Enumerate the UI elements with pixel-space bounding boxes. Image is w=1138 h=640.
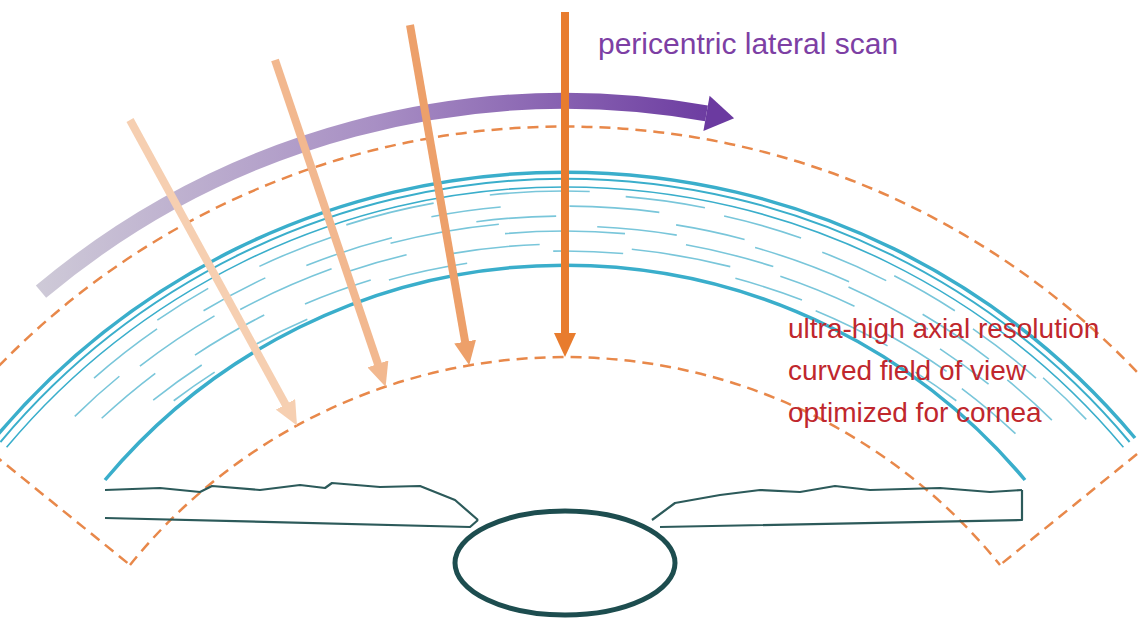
- stroma-fibres: [253, 319, 307, 346]
- stroma-fibres: [490, 190, 590, 195]
- feature-label: optimized for cornea: [788, 396, 1042, 430]
- stroma-fibres: [570, 205, 660, 213]
- iris: [105, 483, 478, 520]
- beam-arrow: [130, 12, 565, 408]
- stroma-fibres: [74, 190, 1086, 434]
- beam-arrow: [561, 12, 569, 337]
- iris: [660, 490, 1022, 527]
- stroma-fibres: [101, 373, 155, 419]
- stroma-fibres: [755, 246, 850, 282]
- lens: [455, 511, 675, 615]
- beam-arrow: [275, 60, 379, 368]
- stroma-fibres: [74, 376, 119, 417]
- stroma-fibres: [626, 195, 705, 207]
- stroma-fibres: [780, 275, 855, 306]
- beam-arrow: [410, 25, 466, 346]
- stroma-fibres: [259, 235, 334, 266]
- feature-label: ultra-high axial resolution: [788, 312, 1099, 346]
- iris: [105, 518, 478, 527]
- scan-arrow: [703, 96, 734, 131]
- feature-label: curved field of view: [788, 354, 1026, 388]
- stroma-fibres: [239, 267, 331, 309]
- stroma-fibres: [157, 288, 208, 320]
- field-of-view-outline: [1000, 420, 1138, 565]
- stroma-fibres: [139, 315, 214, 367]
- stroma-fibres: [597, 226, 677, 236]
- beam-arrow: [130, 120, 287, 408]
- stroma-fibres: [450, 243, 540, 254]
- stroma-fibres: [894, 275, 955, 311]
- stroma-fibres: [686, 243, 774, 266]
- field-of-view-outline: [0, 420, 130, 565]
- stroma-fibres: [349, 254, 407, 271]
- iris: [652, 486, 1022, 520]
- stroma-fibres: [724, 215, 801, 238]
- stroma-fibres: [93, 328, 157, 378]
- stroma-fibres: [476, 215, 556, 222]
- stroma-fibres: [173, 372, 214, 401]
- scan-label: pericentric lateral scan: [598, 26, 898, 62]
- stroma-fibres: [346, 202, 434, 225]
- stroma-fibres: [1043, 377, 1087, 419]
- stroma-fibres: [822, 251, 886, 280]
- stroma-fibres: [676, 224, 745, 239]
